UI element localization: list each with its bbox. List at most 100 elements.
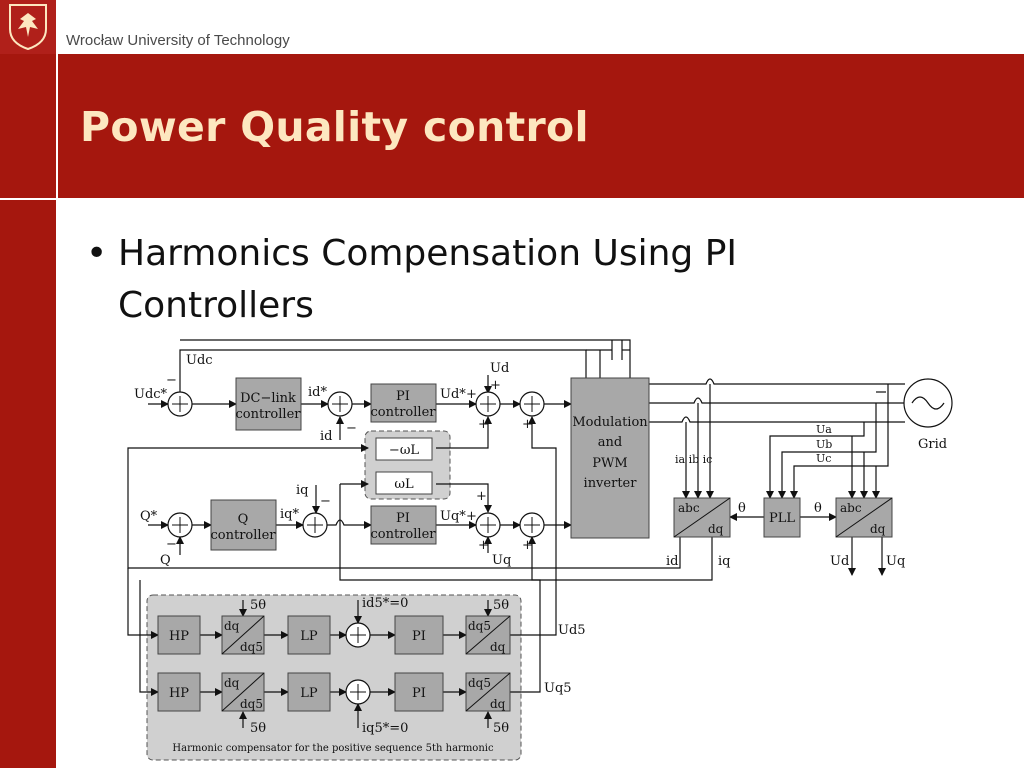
dc-link-controller-block <box>235 377 302 431</box>
hp-block-1 <box>157 615 201 655</box>
abc1-top: abc <box>678 501 700 515</box>
compensator-caption: Harmonic compensator for the positive se… <box>172 743 494 754</box>
minus-omega-l-block <box>375 437 433 461</box>
q-ctrl-label-2: controller <box>211 528 277 543</box>
dqdq5-2-top: dq <box>224 676 240 690</box>
hp-label-1: HP <box>169 629 189 644</box>
abc2-top: abc <box>840 501 862 515</box>
university-crest-icon <box>0 0 56 54</box>
label-ua: Ua <box>816 423 832 436</box>
sign-minus-iq: − <box>320 494 331 509</box>
label-id5-ref: id5*=0 <box>362 596 408 611</box>
sign-plus-ud-bottom: + <box>478 417 489 432</box>
modulation-pwm-inverter-block <box>570 377 650 539</box>
pi2-label-1: PI <box>396 511 410 526</box>
abc1-bottom: dq <box>708 522 724 536</box>
label-uq-ref: Uq* <box>440 509 466 524</box>
modulation-label-4: inverter <box>584 476 638 491</box>
pi-controller-q-block <box>370 505 437 545</box>
q-controller-block <box>210 499 277 551</box>
label-iq: iq <box>296 483 308 498</box>
modulation-label-1: Modulation <box>572 415 648 430</box>
sign-plus-uq2: + <box>522 538 533 553</box>
abc2-bottom: dq <box>870 522 886 536</box>
dq5dq-2-bottom: dq <box>490 697 506 711</box>
label-q-ref: Q* <box>140 509 158 524</box>
pll-block <box>763 497 801 538</box>
pi-controller-d-block <box>370 383 437 423</box>
label-grid: Grid <box>918 437 947 452</box>
label-ia-ib-ic: ia ib ic <box>675 453 712 466</box>
hp-label-2: HP <box>169 686 189 701</box>
bullet-dot: • <box>86 233 108 274</box>
minus-wl-label: −ωL <box>389 443 419 458</box>
dc-link-label-1: DC−link <box>240 391 296 406</box>
label-uq5: Uq5 <box>544 681 572 696</box>
sign-plus-uq-left: + <box>466 509 477 524</box>
dqdq5-2-bottom: dq5 <box>240 697 263 711</box>
sign-minus-id: − <box>346 421 357 436</box>
pll-label: PLL <box>769 511 795 526</box>
label-uq-mid: Uq <box>492 553 511 568</box>
label-id-ref: id* <box>308 385 327 400</box>
sign-plus-uq-bottom: + <box>478 538 489 553</box>
label-id-bottom: id <box>666 554 678 569</box>
top-bar: Wrocław University of Technology <box>0 0 1024 54</box>
pi-block-2 <box>394 672 444 712</box>
lp-label-1: LP <box>300 629 318 644</box>
slide-title: Power Quality control <box>80 103 589 151</box>
modulation-label-2: and <box>598 435 622 450</box>
label-5theta-4: 5θ <box>493 721 509 736</box>
label-ud5: Ud5 <box>558 623 586 638</box>
lp-label-2: LP <box>300 686 318 701</box>
title-band <box>58 54 1024 198</box>
dqdq5-1-top: dq <box>224 619 240 633</box>
pi1-label-2: controller <box>371 405 437 420</box>
label-5theta-1: 5θ <box>250 598 266 613</box>
sign-plus-ud2: + <box>522 417 533 432</box>
label-ud-output: Ud <box>830 554 849 569</box>
modulation-label-3: PWM <box>592 456 627 471</box>
label-iq-bottom: iq <box>718 554 730 569</box>
label-iq-ref: iq* <box>280 507 299 522</box>
pi1-label-1: PI <box>396 389 410 404</box>
label-theta-1: θ <box>738 501 746 516</box>
label-id: id <box>320 429 332 444</box>
label-ud-top: Ud <box>490 361 509 376</box>
label-uc: Uc <box>816 452 831 465</box>
university-name: Wrocław University of Technology <box>66 32 290 49</box>
dqdq5-1-bottom: dq5 <box>240 640 263 654</box>
left-strip <box>0 54 56 768</box>
sign-plus-ud-top: + <box>490 378 501 393</box>
lp-block-2 <box>287 672 331 712</box>
q-ctrl-label-1: Q <box>238 512 249 527</box>
label-theta-2: θ <box>814 501 822 516</box>
sign-minus-q: − <box>166 537 177 552</box>
sign-minus-udc: − <box>166 373 177 388</box>
bullet-text: Harmonics Compensation Using PI Controll… <box>118 233 738 326</box>
omega-l-block <box>375 471 433 495</box>
label-udc-ref: Udc* <box>134 387 168 402</box>
label-iq5-ref: iq5*=0 <box>362 721 408 736</box>
label-udc: Udc <box>186 353 213 368</box>
pi-label-1: PI <box>412 629 426 644</box>
label-q: Q <box>160 553 171 568</box>
hp-block-2 <box>157 672 201 712</box>
label-5theta-2: 5θ <box>493 598 509 613</box>
dq5dq-2-top: dq5 <box>468 676 491 690</box>
summing-junctions <box>167 391 545 705</box>
label-ub: Ub <box>816 438 832 451</box>
label-5theta-3: 5θ <box>250 721 266 736</box>
pi-block-1 <box>394 615 444 655</box>
sign-plus-ud-left: + <box>466 387 477 402</box>
harmonic-compensator-group <box>146 594 522 761</box>
dq5dq-1-bottom: dq <box>490 640 506 654</box>
dc-link-label-2: controller <box>236 407 302 422</box>
pi-label-2: PI <box>412 686 426 701</box>
lp-block-1 <box>287 615 331 655</box>
dq5dq-1-top: dq5 <box>468 619 491 633</box>
sign-plus-uq-top: + <box>476 489 487 504</box>
label-ud-ref: Ud* <box>440 387 466 402</box>
wl-label: ωL <box>394 477 414 492</box>
